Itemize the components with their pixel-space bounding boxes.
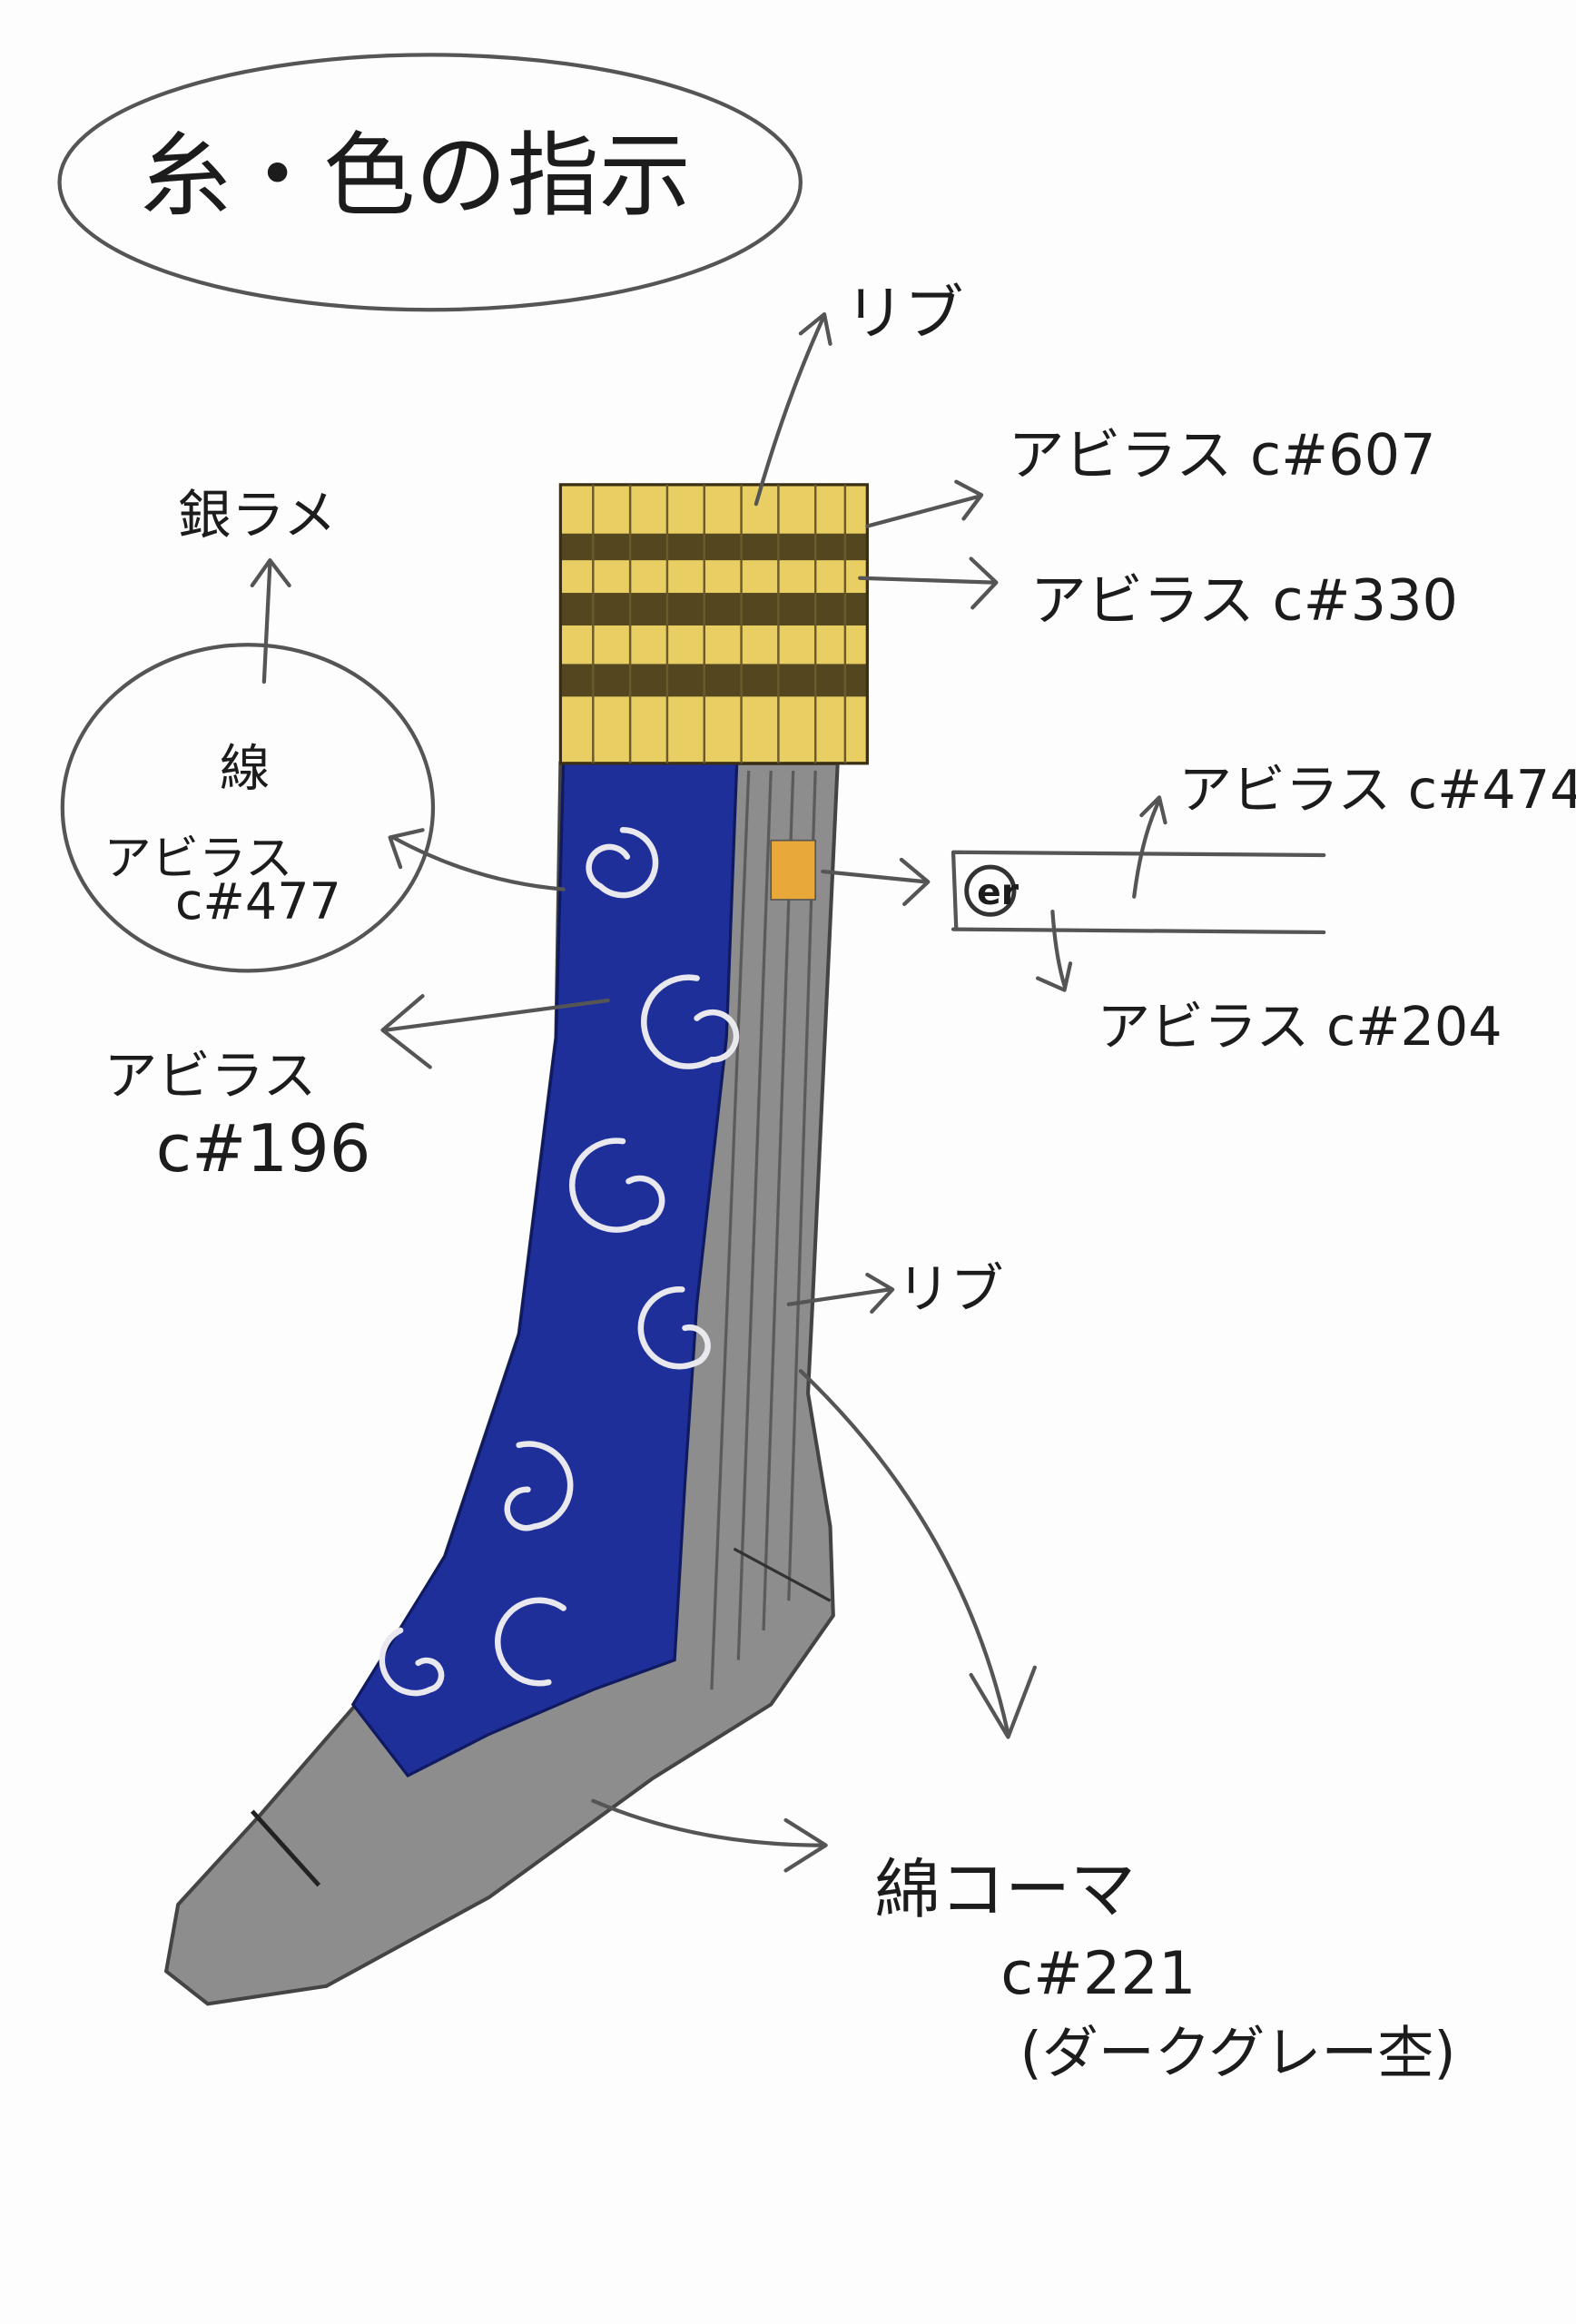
logo-text: er <box>977 872 1019 913</box>
label-yarn-221-note: (ダークグレー杢) <box>1020 2019 1456 2085</box>
label-yarn-477-name: アビラス <box>104 832 293 886</box>
arrow-silver-lame <box>250 558 291 684</box>
label-yarn-196-code: c#196 <box>156 1110 371 1187</box>
label-yarn-204: アビラス c#204 <box>1097 995 1502 1058</box>
label-yarn-607: アビラス c#607 <box>1008 421 1435 487</box>
logo-patch <box>770 839 817 901</box>
label-yarn-474: アビラス c#474 <box>1178 758 1576 821</box>
heel-line <box>733 1547 832 1602</box>
logo-detail: er <box>951 850 1326 935</box>
arrow-607 <box>865 479 984 528</box>
label-silver-lame: 銀ラメ <box>178 484 337 547</box>
label-yarn-477-code: c#477 <box>175 872 341 931</box>
toe-line <box>250 1809 321 1887</box>
cuff-rib <box>558 483 869 765</box>
arrow-heel-curve <box>798 1369 1037 1739</box>
arrow-474 <box>1132 795 1167 899</box>
title-ellipse <box>57 53 803 312</box>
rib-lines <box>710 770 817 1690</box>
arrow-rib-top <box>754 312 832 507</box>
arrow-330 <box>858 556 999 610</box>
label-yarn-221-code: c#221 <box>1000 1939 1196 2008</box>
arrow-logo <box>821 857 931 907</box>
label-line: 線 <box>220 739 271 798</box>
logo-e-circle-icon <box>964 864 1017 917</box>
arrow-477 <box>388 828 566 891</box>
label-cotton-combed: 綿コーマ <box>875 1851 1136 1927</box>
label-rib-top: リブ <box>845 279 964 348</box>
label-yarn-330: アビラス c#330 <box>1030 566 1458 633</box>
arrow-rib-mid <box>786 1272 895 1315</box>
callout-circle <box>60 643 436 973</box>
arrow-cotton <box>591 1798 828 1873</box>
label-yarn-196-name: アビラス <box>104 1044 317 1107</box>
leg-blue-panel <box>350 762 739 1777</box>
arrow-204 <box>1035 909 1073 992</box>
swirl-pattern <box>379 827 740 1697</box>
arrow-196 <box>380 994 610 1069</box>
label-rib-mid: リブ <box>897 1257 1004 1320</box>
page-title: 糸・色の指示 <box>140 123 691 230</box>
